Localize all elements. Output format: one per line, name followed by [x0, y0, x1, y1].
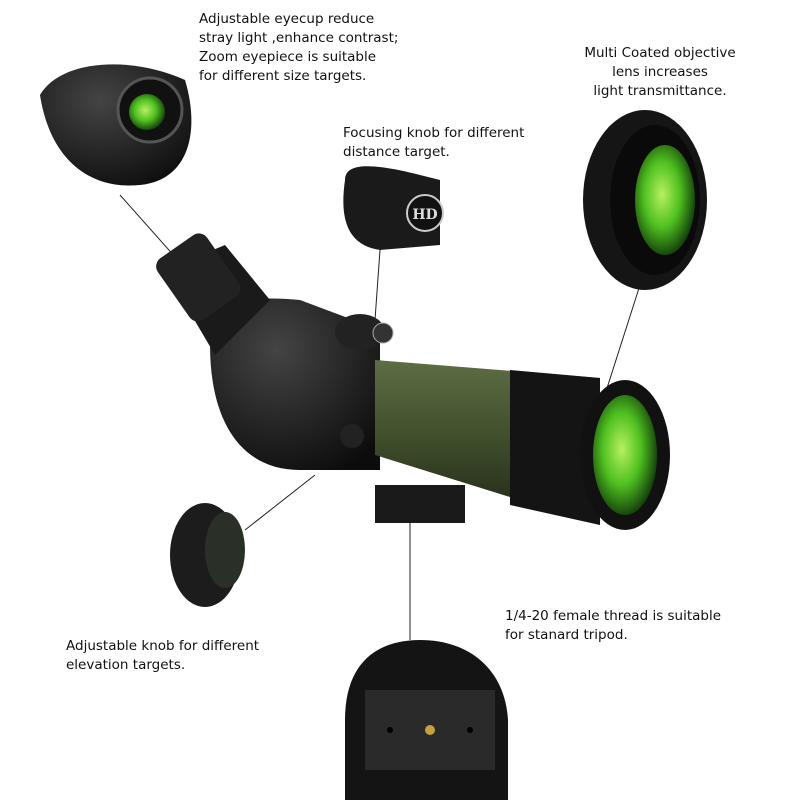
annotation-elevation-knob: Adjustable knob for different elevation … — [66, 638, 260, 673]
elevation-knob-detail — [170, 503, 245, 607]
annotation-focusing-knob: Focusing knob for different distance tar… — [343, 125, 525, 160]
annotation-tripod-thread: 1/4-20 female thread is suitable for sta… — [505, 608, 722, 643]
eyecup-detail — [40, 64, 192, 186]
tripod-thread-detail — [345, 640, 508, 800]
scope-body — [156, 233, 670, 530]
objective-detail — [583, 110, 707, 290]
annotation-eyecup: Adjustable eyecup reduce stray light ,en… — [199, 11, 399, 84]
objective-lens — [593, 395, 657, 515]
annotation-objective-lens: Multi Coated objective lens increases li… — [584, 45, 736, 99]
focus-knob-detail: HD — [343, 166, 444, 250]
hd-logo: HD — [412, 207, 437, 223]
